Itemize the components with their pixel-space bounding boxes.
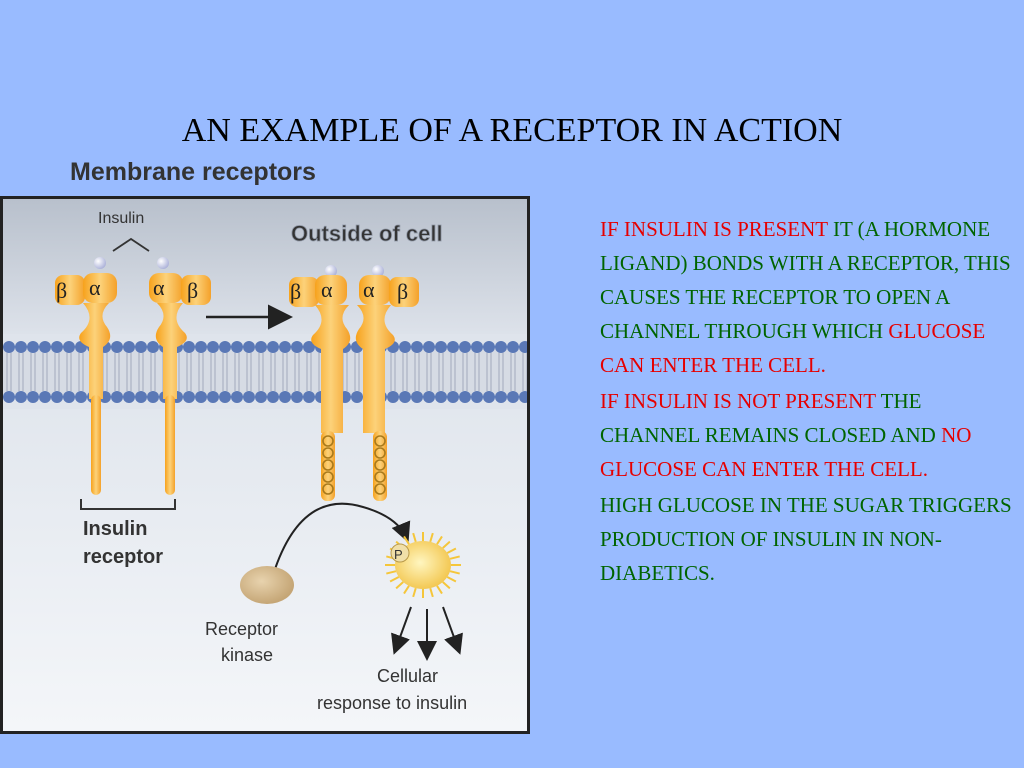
response-label-1: Cellular <box>377 666 438 686</box>
insulin-receptor-active: β α α β <box>289 275 419 501</box>
kinase-label-1: Receptor <box>205 619 278 639</box>
paragraph-insulin-present: IF INSULIN IS PRESENT IT (A HORMONE LIGA… <box>600 212 1015 382</box>
p2-run-1: THE CHANNEL REMAINS CLOSED AND <box>600 389 942 447</box>
p2-run-0: IF INSULIN IS NOT PRESENT <box>600 389 881 413</box>
alpha-subunit-label: α <box>321 277 333 302</box>
activation-arrow <box>274 502 411 570</box>
response-label-2: response to insulin <box>317 693 467 713</box>
insulin-receptor-label-2: receptor <box>83 546 163 568</box>
insulin-molecule <box>325 265 337 277</box>
beta-subunit-label: β <box>397 279 408 304</box>
phosphate-group <box>390 543 410 563</box>
receptor-bracket <box>80 499 176 510</box>
insulin-molecule <box>94 257 106 269</box>
phosphate-label: P <box>394 547 403 562</box>
beta-subunit-label: β <box>187 278 198 303</box>
outside-of-cell-label: Outside of cell <box>291 221 443 246</box>
insulin-bracket <box>112 237 150 252</box>
membrane-receptor-diagram: Outside of cell Insulin β α α β <box>0 196 530 734</box>
insulin-molecule <box>157 257 169 269</box>
alpha-subunit-label: α <box>89 275 101 300</box>
receptor-kinase-inactive <box>240 566 294 604</box>
paragraph-high-glucose: HIGH GLUCOSE IN THE SUGAR TRIGGERS PRODU… <box>600 488 1015 590</box>
alpha-subunit-label: α <box>153 275 165 300</box>
insulin-receptor-inactive: β α α β <box>55 273 211 495</box>
outside-region <box>3 199 527 334</box>
response-arrow <box>391 606 412 655</box>
receptor-kinase-active <box>385 532 461 598</box>
p2-run-2: NO GLUCOSE CAN ENTER THE CELL. <box>600 423 972 481</box>
beta-subunit-label: β <box>56 278 67 303</box>
insulin-receptor-label-1: Insulin <box>83 518 147 540</box>
lipid-bilayer <box>3 341 527 403</box>
insulin-label: Insulin <box>98 210 144 227</box>
paragraph-insulin-absent: IF INSULIN IS NOT PRESENT THE CHANNEL RE… <box>600 384 1015 486</box>
explanation-text: IF INSULIN IS PRESENT IT (A HORMONE LIGA… <box>600 212 1015 590</box>
response-arrow <box>442 606 463 655</box>
slide-title: AN EXAMPLE OF A RECEPTOR IN ACTION <box>181 112 843 149</box>
p1-run-0: IF INSULIN IS PRESENT <box>600 217 833 241</box>
figure-heading: Membrane receptors <box>70 158 316 186</box>
insulin-molecule <box>372 265 384 277</box>
kinase-label-2: kinase <box>221 645 273 665</box>
p1-run-1: IT (A HORMONE LIGAND) BONDS WITH A RECEP… <box>600 217 1011 343</box>
beta-subunit-label: β <box>290 279 301 304</box>
alpha-subunit-label: α <box>363 277 375 302</box>
p1-run-2: GLUCOSE CAN ENTER THE CELL. <box>600 319 986 377</box>
p3-run-0: HIGH GLUCOSE IN THE SUGAR TRIGGERS PRODU… <box>600 493 1012 585</box>
